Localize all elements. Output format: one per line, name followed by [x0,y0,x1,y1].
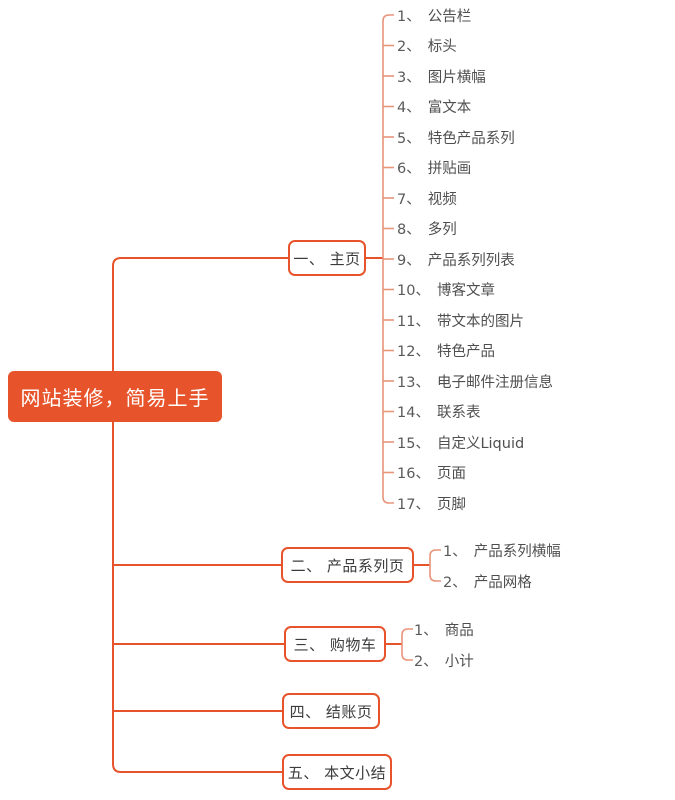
branch-node-label: 四、 结账页 [289,702,373,721]
leaf-item-label: 产品系列横幅 [473,543,561,560]
leaf-item[interactable]: 16、页面 [397,463,466,483]
leaf-item-label: 博客文章 [436,283,495,299]
leaf-item-number: 7、 [397,191,421,208]
leaf-item-label: 特色产品系列 [427,130,515,147]
leaf-item-number: 5、 [397,130,421,147]
leaf-item[interactable]: 17、页脚 [397,493,466,513]
root-node-label: 网站装修，简易上手 [20,386,210,410]
root-node[interactable]: 网站装修，简易上手 [8,371,222,422]
leaf-item-label: 富文本 [427,100,472,116]
leaf-item-number: 14、 [397,405,430,421]
leaf-item-number: 13、 [397,374,430,391]
leaf-item-number: 16、 [397,466,430,482]
leaf-item-label: 拼贴画 [427,161,472,177]
leaf-item[interactable]: 2、标头 [397,36,457,56]
leaf-item-number: 2、 [397,39,421,55]
leaf-item-number: 4、 [397,100,421,116]
leaf-item-number: 10、 [397,283,430,299]
leaf-item[interactable]: 15、自定义Liquid [397,432,524,452]
leaf-item-number: 1、 [397,8,421,25]
leaf-item-label: 带文本的图片 [436,313,524,330]
leaf-item[interactable]: 11、带文本的图片 [397,310,524,330]
leaf-item-label: 多列 [427,222,457,238]
branch-node-label: 三、 购物车 [293,635,377,654]
leaf-item-label: 特色产品 [436,344,495,360]
leaf-item-label: 视频 [427,191,457,208]
leaf-item[interactable]: 13、电子邮件注册信息 [397,371,553,391]
leaf-item-number: 6、 [397,161,421,177]
leaf-item[interactable]: 5、特色产品系列 [397,127,515,147]
leaf-item[interactable]: 4、富文本 [397,97,471,117]
leaf-item-label: 公告栏 [427,8,472,25]
leaf-item[interactable]: 1、产品系列横幅 [443,540,561,560]
leaf-item-number: 3、 [397,69,421,86]
leaf-item-number: 12、 [397,344,430,360]
leaf-item[interactable]: 9、产品系列列表 [397,249,515,269]
branch-node-5[interactable]: 五、 本文小结 [282,754,392,790]
leaf-item[interactable]: 7、视频 [397,188,457,208]
leaf-item-number: 2、 [443,574,467,591]
leaf-item-label: 标头 [427,39,457,55]
leaf-item-label: 页面 [436,466,466,482]
leaf-item[interactable]: 2、产品网格 [443,571,532,591]
leaf-item[interactable]: 8、多列 [397,219,457,239]
branch-node-2[interactable]: 二、 产品系列页 [281,547,414,583]
leaf-item[interactable]: 12、特色产品 [397,341,495,361]
leaf-item-label: 小计 [444,653,474,670]
leaf-item[interactable]: 10、博客文章 [397,280,495,300]
leaf-item-label: 产品网格 [473,574,532,591]
leaf-item[interactable]: 1、商品 [414,619,474,639]
leaf-item-number: 1、 [414,622,438,639]
branch-node-4[interactable]: 四、 结账页 [282,693,380,729]
leaf-item-number: 8、 [397,222,421,238]
leaf-item-number: 11、 [397,313,430,330]
leaf-item-label: 图片横幅 [427,69,486,86]
leaf-item-label: 产品系列列表 [427,252,515,269]
leaf-item-label: 联系表 [436,405,481,421]
branch-node-label: 二、 产品系列页 [290,556,405,575]
leaf-item[interactable]: 2、小计 [414,650,474,670]
leaf-item[interactable]: 3、图片横幅 [397,66,486,86]
leaf-item[interactable]: 6、拼贴画 [397,158,471,178]
leaf-item-number: 9、 [397,252,421,269]
branch-node-3[interactable]: 三、 购物车 [284,626,386,662]
leaf-item-label: 电子邮件注册信息 [436,374,553,391]
leaf-item-label: 页脚 [436,496,466,513]
branch-node-label: 一、 主页 [293,249,361,268]
leaf-item-number: 1、 [443,543,467,560]
branch-node-1[interactable]: 一、 主页 [288,240,366,276]
leaf-item-number: 17、 [397,496,430,513]
leaf-item[interactable]: 1、公告栏 [397,5,471,25]
leaf-item-label: 商品 [444,622,474,639]
leaf-item-number: 2、 [414,653,438,670]
leaf-item[interactable]: 14、联系表 [397,402,480,422]
leaf-item-number: 15、 [397,435,430,452]
branch-node-label: 五、 本文小结 [287,763,387,782]
leaf-item-label: 自定义Liquid [436,435,525,452]
